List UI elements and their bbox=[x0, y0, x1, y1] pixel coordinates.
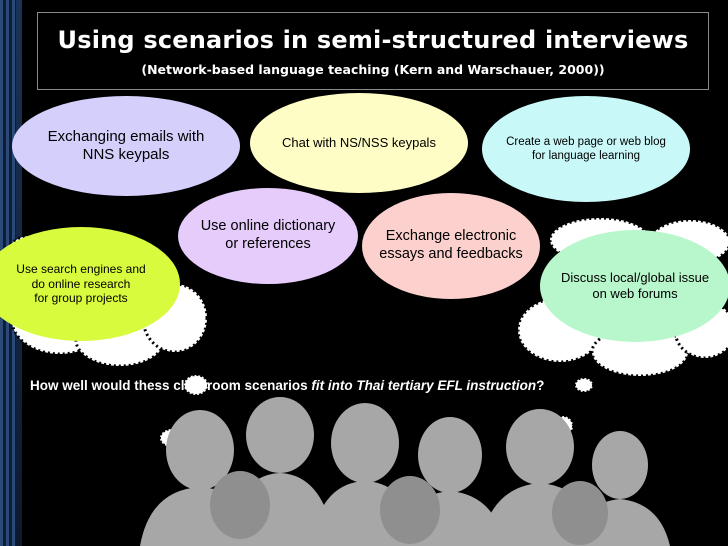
scenario-online-dictionary: Use online dictionary or references bbox=[178, 188, 358, 284]
scenario-label: Discuss local/global issue on web forums bbox=[560, 270, 710, 301]
audience-silhouettes-icon bbox=[140, 397, 670, 546]
scenario-label: Chat with NS/NSS keypals bbox=[282, 135, 436, 151]
slide-subtitle: (Network-based language teaching (Kern a… bbox=[141, 62, 605, 77]
scenario-label: Use online dictionary or references bbox=[200, 218, 336, 252]
title-frame bbox=[37, 12, 709, 90]
research-question: How well would thess classroom scenarios… bbox=[30, 378, 728, 393]
scenario-label: Exchanging emails with NNS keypals bbox=[47, 127, 205, 163]
scenario-discuss-issues: Discuss local/global issue on web forums bbox=[540, 230, 728, 342]
scenario-label: Exchange electronic essays and feedbacks bbox=[379, 228, 523, 262]
scenario-exchange-essays: Exchange electronic essays and feedbacks bbox=[362, 193, 540, 299]
scenario-web-page-blog: Create a web page or web blog for langua… bbox=[482, 96, 690, 202]
scenario-label: Use search engines and do online researc… bbox=[16, 262, 146, 306]
slide-title: Using scenarios in semi-structured inter… bbox=[57, 26, 689, 54]
scenario-search-engines: Use search engines and do online researc… bbox=[0, 227, 180, 341]
scenario-label: Create a web page or web blog for langua… bbox=[506, 135, 666, 162]
question-text: How well would thess classroom scenarios bbox=[30, 378, 312, 393]
question-emphasis: fit into Thai tertiary EFL instruction bbox=[311, 378, 537, 393]
scenario-exchanging-emails: Exchanging emails with NNS keypals bbox=[12, 96, 240, 196]
question-mark: ? bbox=[536, 378, 545, 393]
scenario-chat-keypals: Chat with NS/NSS keypals bbox=[250, 93, 468, 193]
